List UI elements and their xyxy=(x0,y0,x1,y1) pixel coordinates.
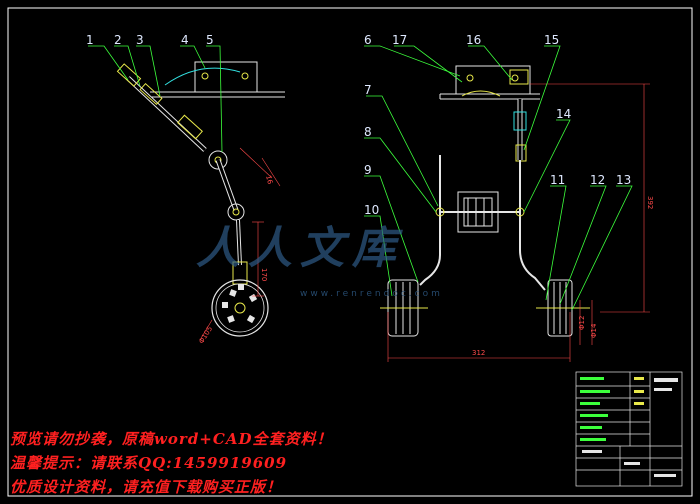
callout-1: 1 xyxy=(86,33,94,47)
dim-axle-b: Φ14 xyxy=(590,323,598,338)
notice-line-3: 优质设计资料，请充值下载购买正版！ xyxy=(10,478,283,496)
callout-labels: 1 2 3 4 5 6 17 16 15 7 8 14 9 10 11 12 1… xyxy=(86,33,631,217)
notice-line-1: 预览请勿抄袭，原稿word+CAD全套资料！ xyxy=(10,430,333,448)
dim-wheel-diameter: Φ105 xyxy=(197,325,214,345)
callout-7: 7 xyxy=(364,83,372,97)
callout-4: 4 xyxy=(181,33,189,47)
callout-5: 5 xyxy=(206,33,214,47)
side-view: 16 170 Φ105 xyxy=(116,61,285,345)
callout-13: 13 xyxy=(616,173,631,187)
callout-9: 9 xyxy=(364,163,372,177)
watermark-brand: 人人文库 xyxy=(196,223,404,274)
dim-overall-height: 392 xyxy=(646,196,654,209)
title-block xyxy=(575,371,683,487)
callout-15: 15 xyxy=(544,33,559,47)
callout-2: 2 xyxy=(114,33,122,47)
dim-link-length: 16 xyxy=(264,174,274,185)
leader-lines xyxy=(88,45,633,311)
dim-axle-a: Φ12 xyxy=(578,316,586,330)
callout-16: 16 xyxy=(466,33,481,47)
dim-track-width: 312 xyxy=(472,349,485,357)
dim-strut-height: 170 xyxy=(260,268,268,281)
notice-line-2: 温馨提示：请联系QQ:1459919609 xyxy=(10,454,288,472)
callout-6: 6 xyxy=(364,33,372,47)
callout-12: 12 xyxy=(590,173,605,187)
callout-14: 14 xyxy=(556,107,571,121)
callout-8: 8 xyxy=(364,125,372,139)
callout-17: 17 xyxy=(392,33,407,47)
callout-11: 11 xyxy=(550,173,565,187)
sheet-border xyxy=(7,7,693,497)
wheel-side xyxy=(211,279,269,337)
callout-10: 10 xyxy=(364,203,379,217)
watermark-url: www.renrendoc.com xyxy=(300,289,443,299)
front-view: 392 312 Φ12 Φ14 xyxy=(380,65,654,362)
callout-3: 3 xyxy=(136,33,144,47)
title-block-fill xyxy=(580,377,678,477)
